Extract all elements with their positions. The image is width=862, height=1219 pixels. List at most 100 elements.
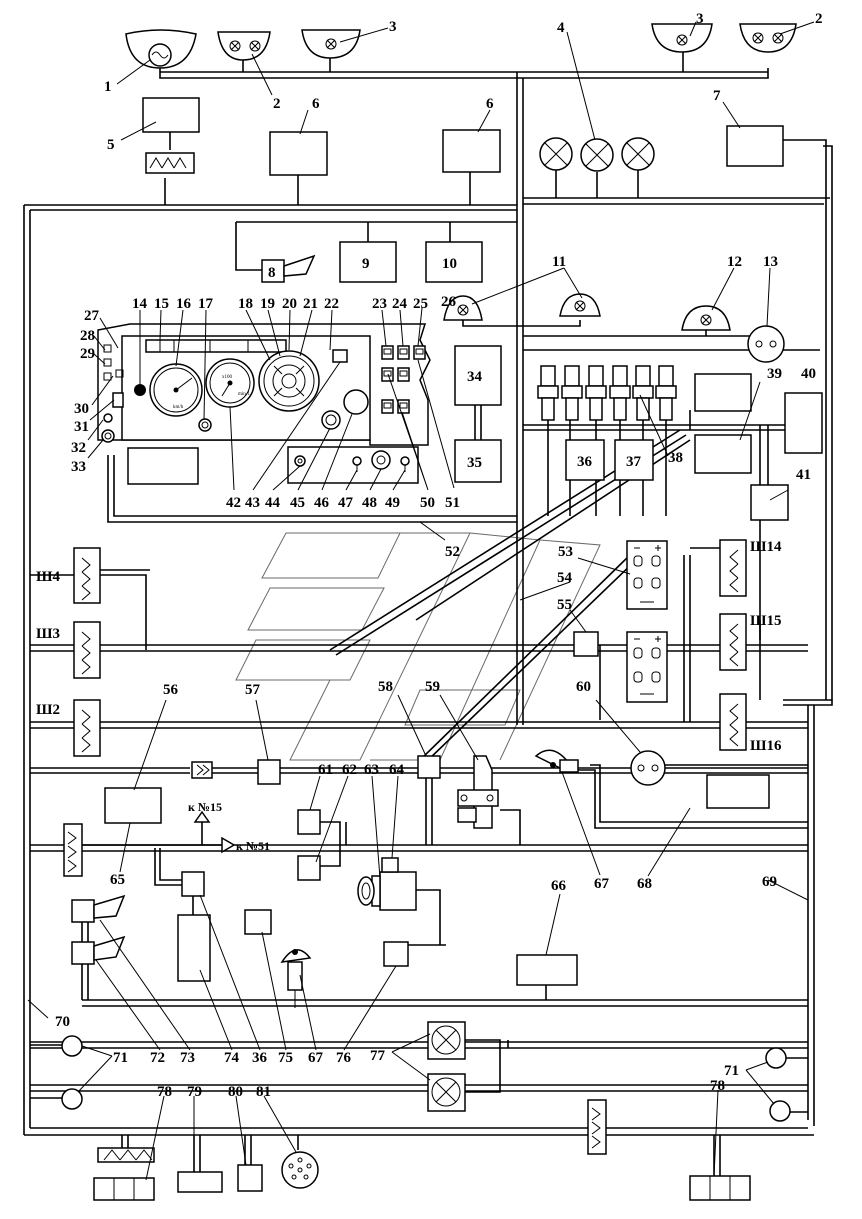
unit-74 [177,914,211,982]
lamp-71-left-lower [61,1088,83,1110]
unit-10 [425,241,483,283]
leader-lines [27,21,815,1181]
label-sh4: Ш4 [36,569,60,585]
connector-bottom-bus [587,1099,607,1155]
lamps-4 [539,137,655,172]
lamp-77-upper [427,1021,466,1060]
label-26: 26 [441,294,457,310]
unit-79 [177,1171,223,1193]
motor-63 [357,871,417,911]
label-39: 39 [767,366,782,382]
label-sh3: Ш3 [36,626,60,642]
label-19: 19 [260,296,275,312]
label-66: 66 [551,878,567,894]
labels: 1 2 3 4 3 2 5 6 6 7 8 9 10 11 12 13 14 1… [36,11,823,1100]
connector-sh4 [73,547,101,604]
lamp-71-left-upper [61,1035,83,1057]
label-43: 43 [245,495,260,511]
horn-72 [71,935,126,965]
socket-13 [747,325,785,363]
connector-sh15 [719,613,747,671]
roof-lamp-2-right [739,23,797,53]
battery-53-lower [626,631,668,703]
label-71-right: 71 [724,1063,739,1079]
label-78-left: 78 [157,1084,172,1100]
instrument-panel: km/h x100 min-1 [97,323,431,485]
unit-40 [784,392,823,454]
label-77: 77 [370,1048,386,1064]
label-41: 41 [796,467,811,483]
label-12: 12 [727,254,742,270]
label-3-right: 3 [696,11,704,27]
unit-39-bottom [694,434,752,474]
unit-37 [614,439,654,481]
label-51: 51 [445,495,460,511]
label-54: 54 [557,570,573,586]
label-36: 36 [577,454,593,470]
label-3-left: 3 [389,19,397,35]
label-34: 34 [467,369,483,385]
label-67-lower: 67 [308,1050,324,1066]
label-21: 21 [303,296,318,312]
label-55: 55 [557,597,572,613]
tachometer-unit: min-1 [238,392,250,397]
lamp-11-left [443,295,483,321]
label-16: 16 [176,296,192,312]
unit-61 [297,809,321,835]
unit-6-right [442,129,501,173]
label-13: 13 [763,254,778,270]
label-42: 42 [226,495,241,511]
connector-5 [145,152,195,174]
unit-76 [383,941,409,967]
unit-66 [516,954,578,986]
label-33: 33 [71,459,86,475]
label-11: 11 [552,254,566,270]
label-17: 17 [198,296,214,312]
sensor-67-lower [280,949,312,1008]
tachometer-scale: x100 [222,375,233,380]
unit-64 [381,857,399,873]
label-72: 72 [150,1050,165,1066]
label-4: 4 [557,20,565,36]
speedometer-unit: km/h [173,405,184,410]
wiring-harness [23,52,833,1176]
label-37: 37 [626,454,642,470]
label-18: 18 [238,296,253,312]
socket-81 [281,1151,319,1189]
label-27: 27 [84,308,100,324]
label-5: 5 [107,137,115,153]
unit-35 [454,439,502,483]
label-8: 8 [268,265,276,281]
label-52: 52 [445,544,460,560]
unit-36 [565,439,605,481]
label-53: 53 [558,544,573,560]
label-15: 15 [154,296,169,312]
switch-59 [457,755,499,829]
label-28: 28 [80,328,95,344]
sensor-67-upper [534,749,579,773]
label-2-left: 2 [273,96,281,112]
horn-73 [71,894,126,923]
lamp-71-right-lower [769,1100,791,1122]
relay-55 [573,631,599,657]
unit-62 [297,855,321,881]
label-47: 47 [338,495,354,511]
taillight-78-left [93,1147,155,1201]
label-to-15: к №15 [188,800,222,814]
unit-9 [339,241,397,283]
label-sh15: Ш15 [750,613,781,629]
unit-75 [244,909,272,935]
connector-sh3 [73,621,101,679]
label-22: 22 [324,296,339,312]
label-73: 73 [180,1050,195,1066]
connector-57 [191,761,213,779]
label-63: 63 [364,762,379,778]
label-48: 48 [362,495,377,511]
label-67-upper: 67 [594,876,610,892]
relays-38 [537,365,677,421]
label-6-left: 6 [312,96,320,112]
unit-6-left [269,131,328,176]
label-sh14: Ш14 [750,539,782,555]
label-78-right: 78 [710,1078,725,1094]
roof-lamp-1 [125,29,197,69]
